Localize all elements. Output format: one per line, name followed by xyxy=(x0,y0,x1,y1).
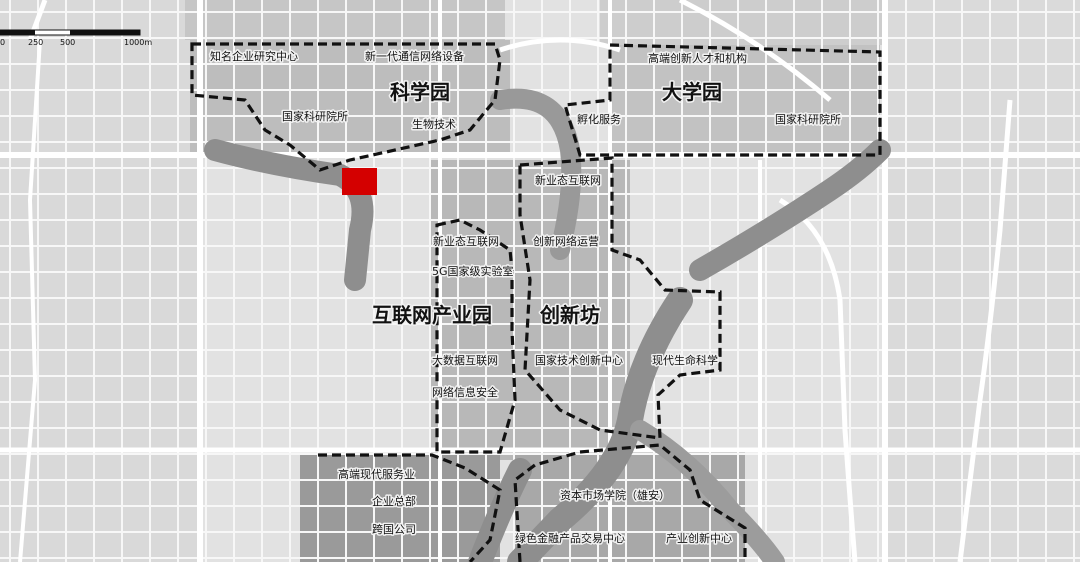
label-network-security: 网络信息安全 xyxy=(432,385,498,399)
scale-bar: 0 250 500 1000m xyxy=(0,29,152,47)
label-incubation-services: 孵化服务 xyxy=(577,112,621,126)
label-innovation-network-operation: 创新网络运营 xyxy=(533,234,599,248)
function-labels: 知名企业研究中心 新一代通信网络设备 国家科研院所 生物技术 高端创新人才和机构… xyxy=(209,48,843,547)
label-green-finance-exchange: 绿色金融产品交易中心 xyxy=(515,531,625,545)
zone-boundary-innovation-workshop[interactable] xyxy=(518,156,722,440)
label-next-gen-network-equipment: 新一代通信网络设备 xyxy=(365,49,464,63)
zone-boundary-finance[interactable] xyxy=(513,443,747,562)
label-biotechnology: 生物技术 xyxy=(412,117,456,131)
label-high-end-modern-services: 高端现代服务业 xyxy=(338,467,415,481)
zone-boundary-university-park[interactable] xyxy=(562,43,882,157)
zone-name-innovation-workshop: 创新坊 xyxy=(539,303,600,327)
site-marker[interactable] xyxy=(342,168,377,195)
label-5g-national-lab: 5G国家级实验室 xyxy=(432,264,514,278)
label-high-end-talent: 高端创新人才和机构 xyxy=(648,51,747,65)
label-capital-market-institute: 资本市场学院（雄安） xyxy=(560,488,670,502)
label-famous-enterprise-research: 知名企业研究中心 xyxy=(210,49,298,63)
label-new-format-internet-1: 新业态互联网 xyxy=(535,173,601,187)
zone-name-internet-park: 互联网产业园 xyxy=(372,303,492,327)
label-national-tech-innovation-center: 国家技术创新中心 xyxy=(535,353,623,367)
zone-name-university-park: 大学园 xyxy=(662,80,722,104)
label-big-data-internet: 大数据互联网 xyxy=(432,353,498,367)
label-industry-innovation-center: 产业创新中心 xyxy=(666,531,732,545)
zone-boundary-science-park[interactable] xyxy=(190,42,502,172)
label-corporate-headquarters: 企业总部 xyxy=(372,494,416,508)
label-multinational-companies: 跨国公司 xyxy=(372,523,416,536)
scale-tick-1000m: 1000m xyxy=(124,38,152,47)
zone-boundary-cbd[interactable] xyxy=(318,453,502,562)
zone-names: 科学园 大学园 互联网产业园 创新坊 xyxy=(371,79,724,329)
scale-tick-500: 500 xyxy=(60,38,75,47)
label-national-research-institutes-2: 国家科研院所 xyxy=(775,112,841,126)
label-modern-life-science: 现代生命科学 xyxy=(652,353,718,367)
zone-boundaries xyxy=(190,42,882,562)
zone-boundary-internet-park[interactable] xyxy=(435,218,517,454)
scale-tick-250: 250 xyxy=(28,38,43,47)
river xyxy=(204,88,891,562)
scale-tick-0: 0 xyxy=(0,38,5,47)
label-national-research-institutes-1: 国家科研院所 xyxy=(282,109,348,123)
zone-name-science-park: 科学园 xyxy=(390,80,450,104)
label-new-format-internet-2: 新业态互联网 xyxy=(433,234,499,248)
